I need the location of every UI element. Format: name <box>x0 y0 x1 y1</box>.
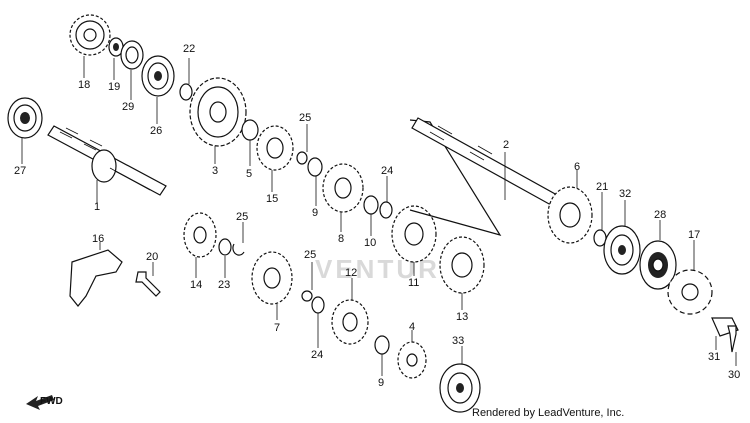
label-part-4: 4 <box>409 321 415 333</box>
gear-6-drawing <box>547 186 593 244</box>
label-part-5: 5 <box>246 168 252 180</box>
bushing-10-drawing <box>363 195 379 215</box>
label-part-25-mid: 25 <box>236 211 248 223</box>
clip-25-lower-drawing <box>301 290 313 302</box>
label-part-6: 6 <box>574 161 580 173</box>
label-part-31: 31 <box>708 351 720 363</box>
label-part-24-top: 24 <box>381 165 393 177</box>
washer-22-drawing <box>179 83 193 101</box>
label-part-11: 11 <box>408 277 419 289</box>
label-part-25-lower: 25 <box>304 249 316 261</box>
label-part-22: 22 <box>183 43 195 55</box>
label-part-24-lower: 24 <box>311 349 323 361</box>
gear-15-drawing <box>256 125 294 171</box>
label-part-30: 30 <box>728 369 740 381</box>
label-part-3: 3 <box>212 165 218 177</box>
label-part-10: 10 <box>364 237 376 249</box>
bearing-33-drawing <box>439 363 481 413</box>
label-part-27: 27 <box>14 165 26 177</box>
washer-19-drawing <box>108 37 124 57</box>
label-part-13: 13 <box>456 311 468 323</box>
gear-7-drawing <box>251 251 293 305</box>
label-part-9-lower: 9 <box>378 377 384 389</box>
label-part-1: 1 <box>94 201 100 213</box>
label-part-2: 2 <box>503 139 509 151</box>
gear-11-drawing <box>391 205 437 263</box>
fwd-arrow-icon <box>26 395 54 410</box>
label-part-9-top: 9 <box>312 207 318 219</box>
label-part-16: 16 <box>92 233 104 245</box>
bolt-20-drawing <box>135 271 161 297</box>
label-part-26: 26 <box>150 125 162 137</box>
washer-9-lower-drawing <box>374 335 390 355</box>
washer-24-lower-drawing <box>311 296 325 314</box>
bearing-32-drawing <box>603 225 641 275</box>
label-part-17: 17 <box>688 229 700 241</box>
gear-4-drawing <box>397 341 427 379</box>
countershaft-1-drawing <box>47 125 167 196</box>
label-part-7: 7 <box>274 322 280 334</box>
label-part-28: 28 <box>654 209 666 221</box>
gear-8-drawing <box>322 163 364 213</box>
label-part-21: 21 <box>596 181 608 193</box>
washer-24-top-drawing <box>379 201 393 219</box>
label-part-19: 19 <box>108 81 120 93</box>
gear-12-drawing <box>331 299 369 345</box>
label-part-15: 15 <box>266 193 278 205</box>
clip-25-mid-drawing <box>232 243 245 256</box>
label-part-14: 14 <box>190 279 202 291</box>
label-part-12: 12 <box>345 267 357 279</box>
gear-14-drawing <box>183 212 217 258</box>
credit-text: Rendered by LeadVenture, Inc. <box>472 407 624 419</box>
label-part-20: 20 <box>146 251 158 263</box>
label-part-18: 18 <box>78 79 90 91</box>
washer-23-drawing <box>218 238 232 256</box>
gear-13-drawing <box>439 236 485 294</box>
label-part-32: 32 <box>619 188 631 200</box>
label-part-23: 23 <box>218 279 230 291</box>
fwd-label: FWD <box>40 396 63 407</box>
bolt-30-drawing <box>727 325 737 353</box>
bearing-26-drawing <box>141 55 175 97</box>
washer-9-top-drawing <box>307 157 323 177</box>
sprocket-17-drawing <box>667 269 713 315</box>
watermark-text: VENTURE <box>315 254 460 284</box>
bearing-27-drawing <box>7 97 43 139</box>
bearing-29-drawing <box>120 40 144 70</box>
label-part-8: 8 <box>338 233 344 245</box>
label-part-33: 33 <box>452 335 464 347</box>
bracket-16-drawing <box>69 249 123 307</box>
mainshaft-2-drawing <box>409 117 567 236</box>
bushing-5-drawing <box>241 119 259 141</box>
part-labels: 1 2 3 4 5 6 7 8 9 9 10 11 12 13 14 15 16… <box>14 43 740 389</box>
leader-lines <box>21 56 737 376</box>
gear-3-drawing <box>189 77 247 147</box>
gear-18-drawing <box>69 14 111 56</box>
clip-25-top-drawing <box>296 151 308 165</box>
label-part-25-top: 25 <box>299 112 311 124</box>
seal-28-drawing <box>639 240 677 290</box>
label-part-29: 29 <box>122 101 134 113</box>
